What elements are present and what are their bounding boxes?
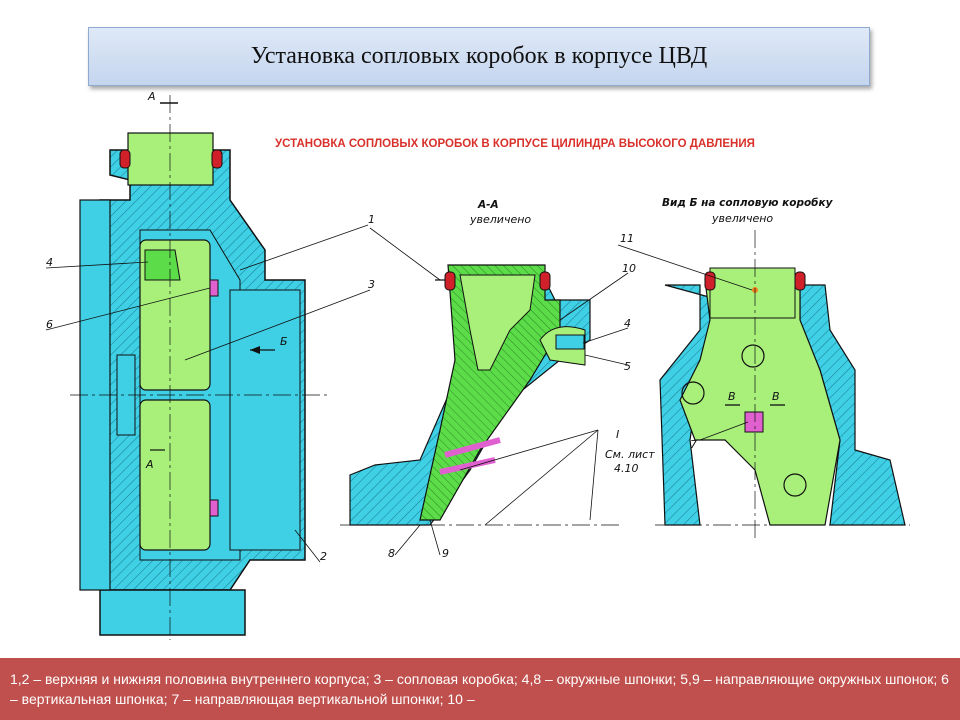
callout-8: 8 <box>388 547 395 560</box>
callout-10: 10 <box>622 262 636 275</box>
legend-caption: 1,2 – верхняя и нижняя половина внутренн… <box>0 658 960 720</box>
callout-2: 2 <box>320 550 327 563</box>
technical-drawing: А А Б 4 6 1 3 2 УСТАНОВКА СОПЛОВЫХ КОРОБ… <box>45 90 910 640</box>
callout-3: 3 <box>368 278 375 291</box>
side-view-leaders <box>617 244 753 441</box>
ref-note: См. лист <box>605 448 655 461</box>
ref-roman: I <box>616 428 619 441</box>
callout-9: 9 <box>442 547 449 560</box>
arrow-b-label: Б <box>280 335 288 348</box>
section-view-leaders <box>369 227 629 556</box>
main-view-leaders <box>45 224 371 563</box>
callout-7: 7 <box>690 438 697 451</box>
callout-1: 1 <box>368 213 375 226</box>
section-view-title: А-А <box>477 199 499 211</box>
drawing-header: УСТАНОВКА СОПЛОВЫХ КОРОБОК В КОРПУСЕ ЦИЛ… <box>275 138 755 150</box>
section-view <box>340 264 620 526</box>
ref-sheet: 4.10 <box>614 462 639 475</box>
section-marker-top: А <box>147 90 156 103</box>
section-marker-bottom: А <box>145 458 154 471</box>
callout-11: 11 <box>620 232 634 245</box>
callout-6: 6 <box>46 318 53 331</box>
callout-4-section: 4 <box>624 317 631 330</box>
side-view-sub: увеличено <box>711 212 773 225</box>
side-view-title: Вид Б на сопловую коробку <box>662 197 834 209</box>
mark-v-left: В <box>728 390 736 403</box>
main-view <box>70 95 330 640</box>
slide-title: Установка сопловых коробок в корпусе ЦВД <box>88 27 870 86</box>
section-view-sub: увеличено <box>469 213 531 226</box>
callout-4-main: 4 <box>46 256 53 269</box>
mark-v-right: В <box>772 390 780 403</box>
callout-5: 5 <box>624 360 631 373</box>
side-view <box>655 230 910 540</box>
